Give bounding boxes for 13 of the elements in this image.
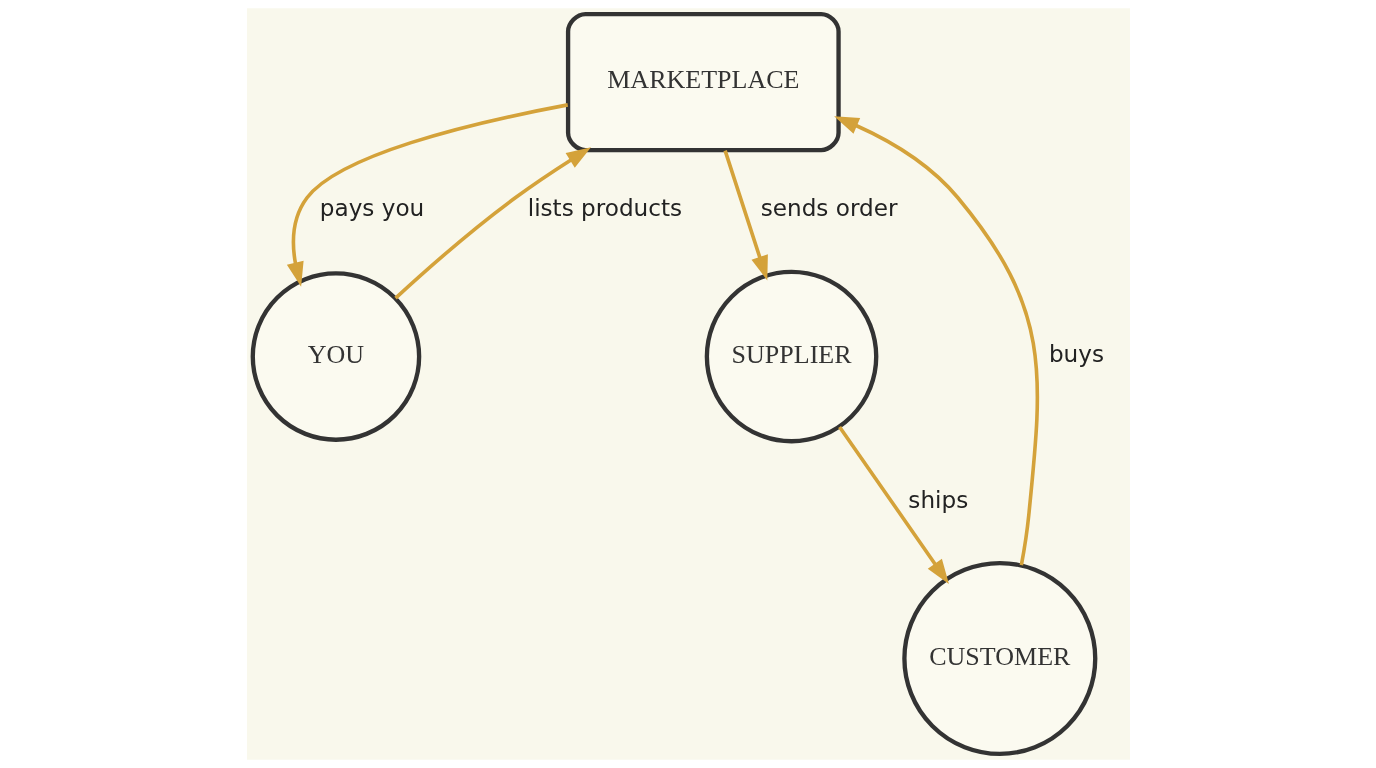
- edge-label: buys: [1048, 341, 1104, 368]
- arrow: [393, 147, 591, 300]
- arrow: [722, 150, 768, 281]
- arrow: [833, 116, 1039, 566]
- node-circle: SUPPLIER: [704, 269, 878, 444]
- arrow: [286, 103, 568, 287]
- node-circle: YOU: [250, 271, 421, 442]
- arrow: [837, 425, 949, 584]
- edge-label: lists products: [527, 195, 682, 222]
- edge-label: sends order: [760, 195, 897, 222]
- edge-label: pays you: [319, 195, 424, 222]
- edge-label: ships: [907, 486, 968, 513]
- node-box: MARKETPLACE: [565, 11, 841, 153]
